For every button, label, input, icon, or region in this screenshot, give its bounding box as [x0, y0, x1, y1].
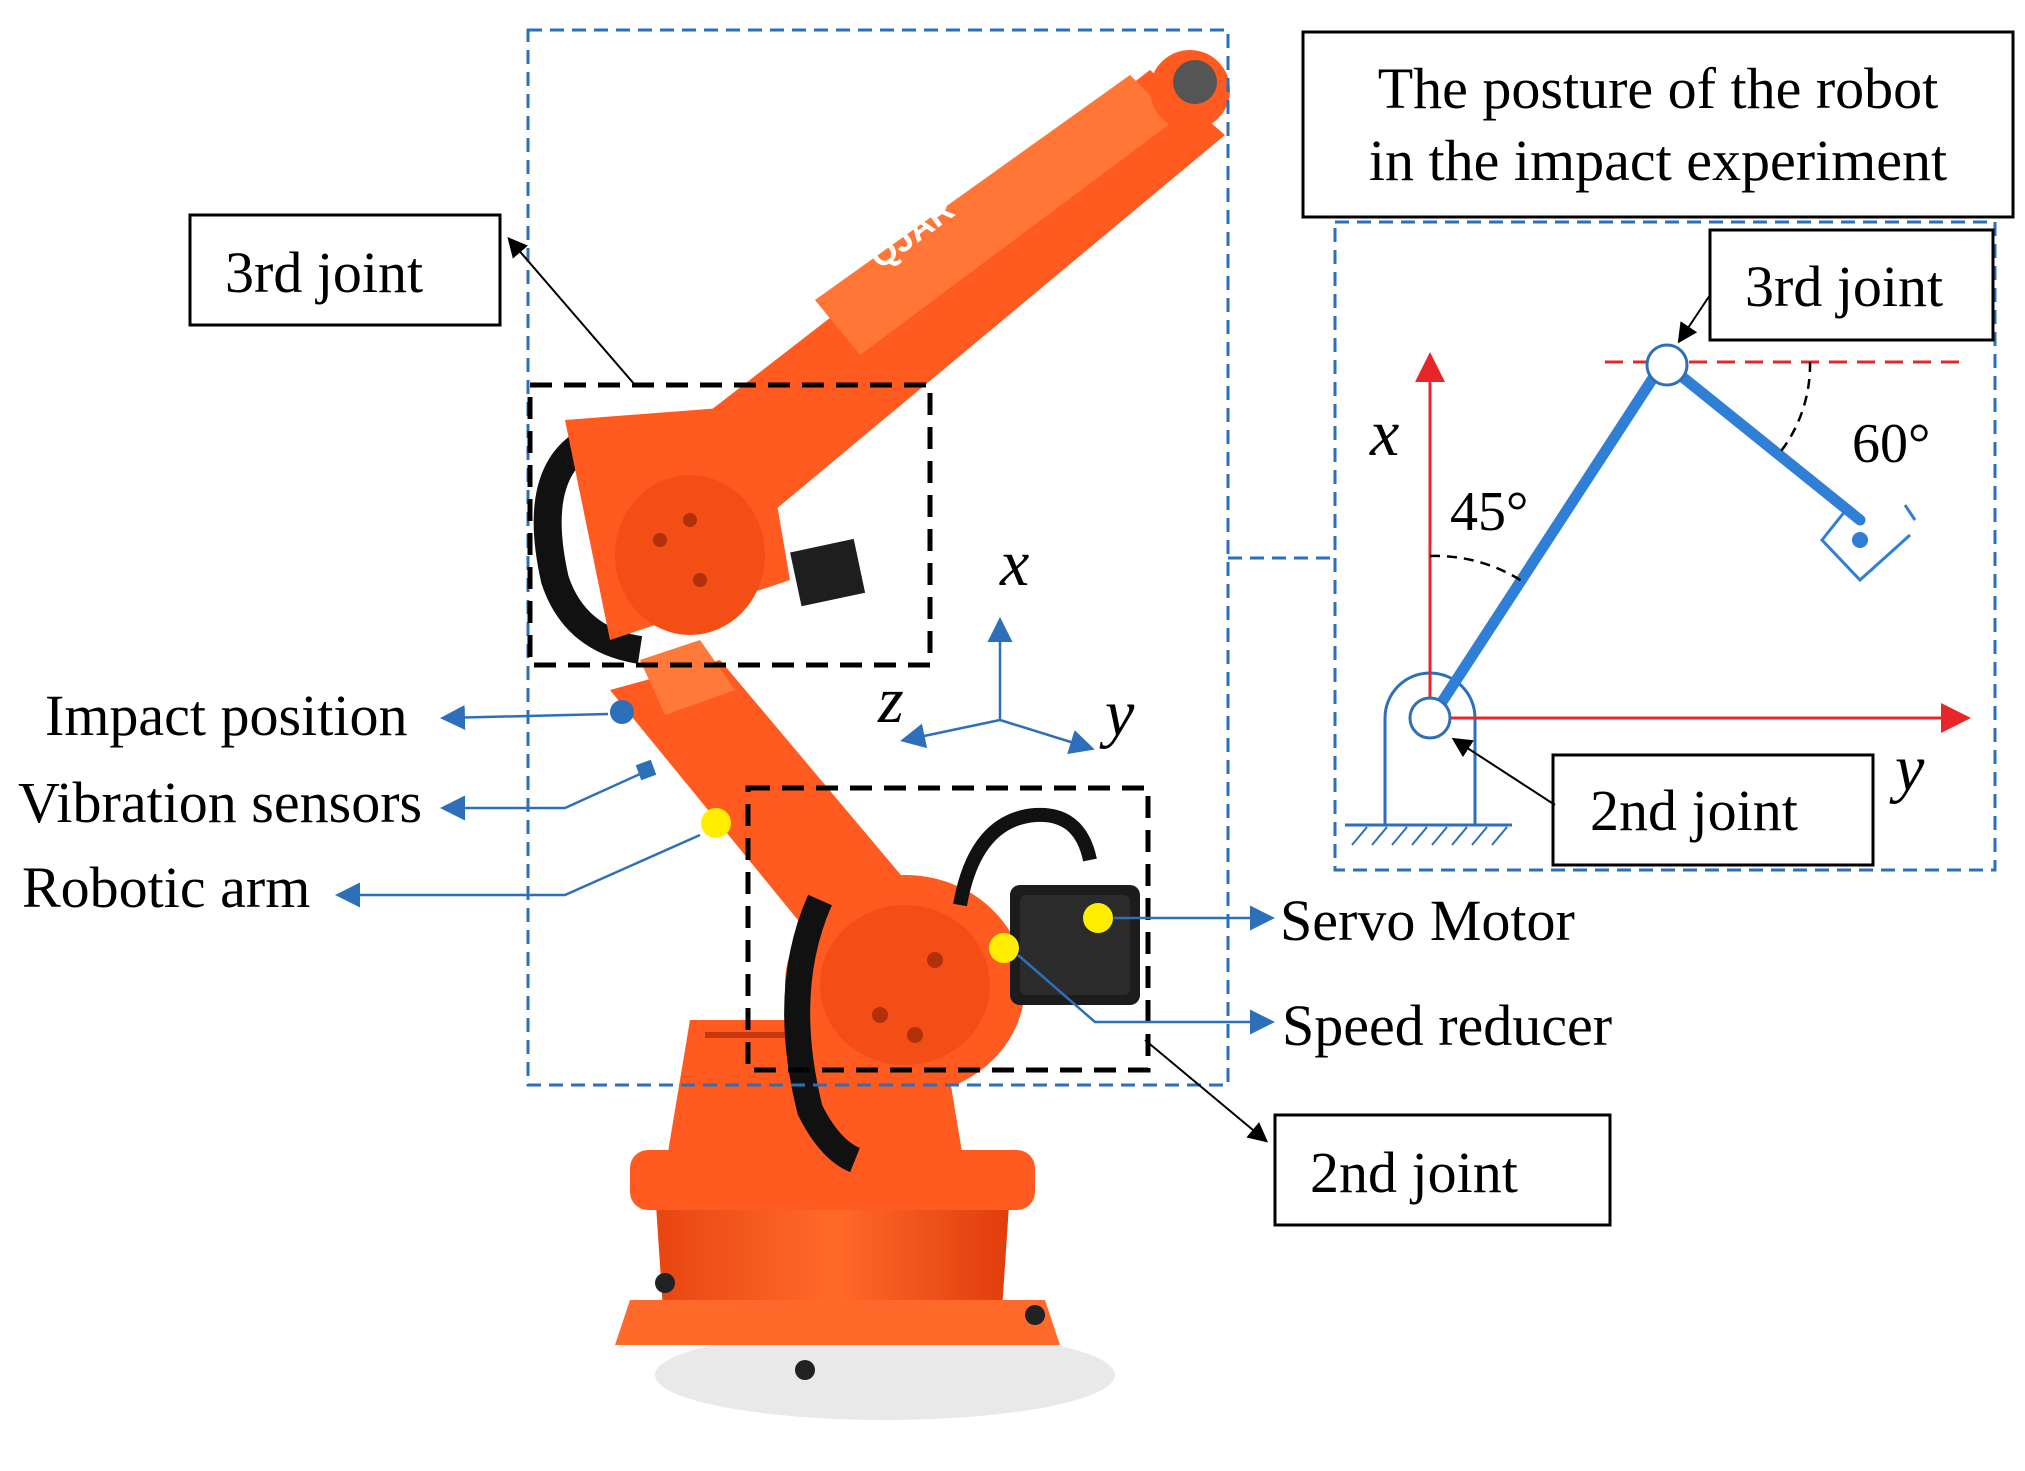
callout-servo-motor: Servo Motor [1083, 888, 1575, 953]
axis-z-label: z [877, 664, 904, 737]
callout-robotic-arm: Robotic arm [22, 808, 731, 920]
angle-45-label: 45° [1450, 481, 1528, 543]
third-joint-symbol [1645, 343, 1689, 387]
axis-y-label: y [1099, 677, 1135, 750]
callout-vibration-sensors: Vibration sensors [18, 759, 657, 835]
servo-motor-marker [1083, 903, 1113, 933]
speed-reducer-label: Speed reducer [1282, 993, 1612, 1058]
posture-title-line2: in the impact experiment [1369, 128, 1947, 193]
servo-motor-label: Servo Motor [1280, 888, 1575, 953]
coordinate-axes: x y z [877, 527, 1135, 754]
callout-second-joint-label: 2nd joint [1310, 1140, 1518, 1205]
robot-region-box [526, 28, 1230, 1087]
posture-second-joint-label: 2nd joint [1590, 778, 1798, 843]
vibration-sensors-label: Vibration sensors [18, 770, 422, 835]
callout-third-joint: 3rd joint [188, 213, 636, 386]
callout-impact-position: Impact position [45, 683, 634, 748]
link-2 [1434, 369, 1661, 711]
posture-title-box [1301, 30, 2015, 219]
callout-second-joint: 2nd joint [1144, 1039, 1612, 1227]
link-3 [1674, 369, 1866, 526]
posture-third-joint-label: 3rd joint [1745, 254, 1943, 319]
axis-x-label: x [999, 527, 1029, 600]
posture-diagram-box [1333, 220, 1997, 872]
robot-illustration: QJAR [533, 50, 1230, 1420]
callout-third-joint-label: 3rd joint [225, 240, 423, 305]
callout-speed-reducer: Speed reducer [989, 933, 1612, 1058]
angle-60-label: 60° [1852, 413, 1930, 475]
vibration-sensor-marker [635, 759, 657, 781]
second-joint-symbol [1408, 696, 1452, 740]
posture-title-line1: The posture of the robot [1378, 56, 1939, 121]
robotic-arm-marker [701, 808, 731, 838]
posture-panel: The posture of the robot in the impact e… [1301, 30, 2015, 872]
impact-position-marker [610, 700, 634, 724]
posture-axis-x-label: x [1369, 397, 1399, 470]
robotic-arm-label: Robotic arm [22, 855, 310, 920]
posture-axis-y-label: y [1889, 732, 1925, 805]
speed-reducer-marker [989, 933, 1019, 963]
impact-position-label: Impact position [45, 683, 407, 748]
